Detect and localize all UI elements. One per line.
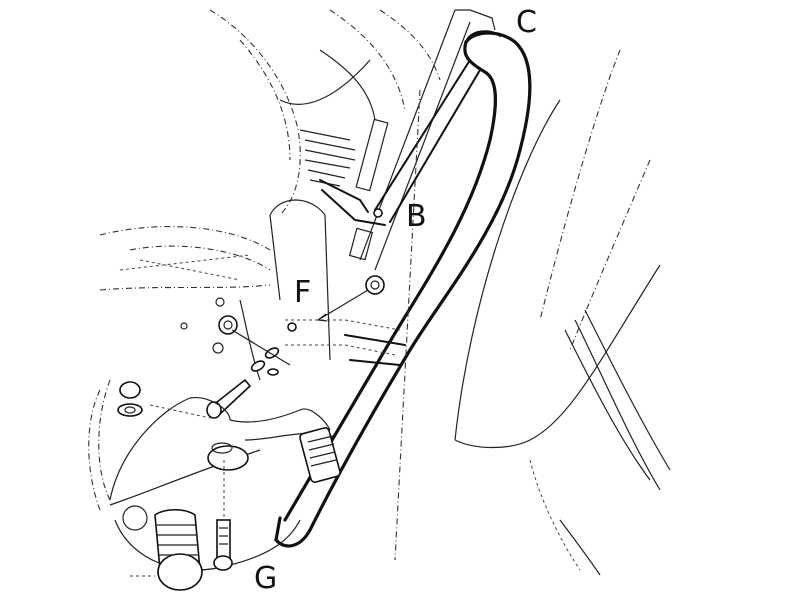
bracket-b bbox=[319, 59, 481, 226]
callout-label-b: B bbox=[406, 199, 427, 234]
engine-outline bbox=[88, 9, 441, 511]
callout-label-c: C bbox=[516, 5, 537, 40]
hardware-parts bbox=[117, 297, 291, 419]
footpeg-assembly bbox=[109, 397, 341, 591]
front-fender-wheel bbox=[394, 49, 671, 576]
crash-bar bbox=[274, 30, 532, 548]
callout-label-g: G bbox=[254, 561, 278, 596]
callout-label-f: F bbox=[294, 275, 312, 310]
exhaust-pipe bbox=[239, 199, 331, 381]
frame-downtube bbox=[348, 9, 496, 271]
f-mount bbox=[285, 275, 406, 366]
